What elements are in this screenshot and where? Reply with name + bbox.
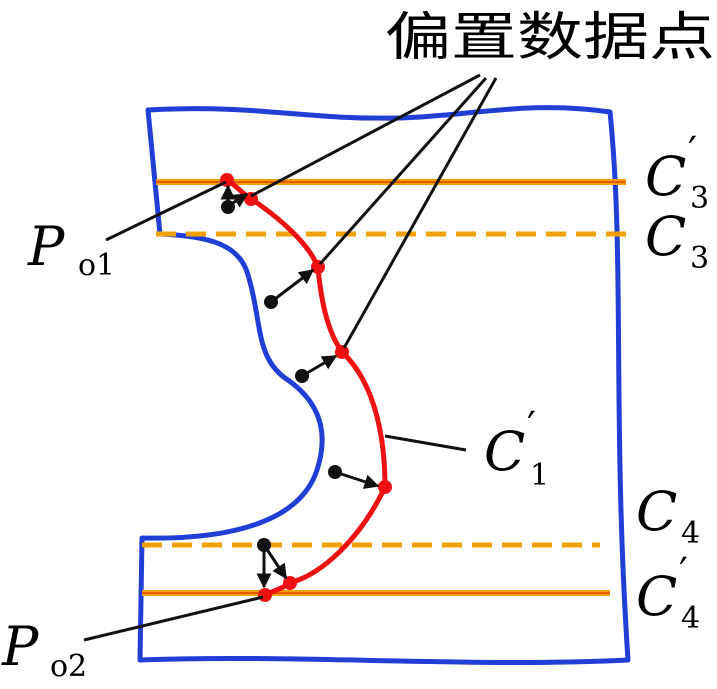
label-c3-main: C (645, 205, 686, 268)
offset-point (378, 480, 392, 494)
offset-vector (334, 470, 380, 489)
original-point (264, 295, 278, 309)
label-c4-sub: 4 (681, 516, 700, 551)
label-po2-main: P (1, 615, 40, 678)
label-c4-prime: C ′ 4 (636, 550, 700, 636)
label-po1-main: P (27, 215, 66, 278)
offset-point (258, 588, 272, 602)
leader-line (342, 77, 498, 349)
original-point (295, 369, 309, 383)
label-c1-prime: C ′ 1 (484, 404, 549, 493)
label-c4: C 4 (636, 480, 700, 551)
leader-line-c1-prime (384, 434, 467, 452)
label-c1-prime-main: C (484, 420, 525, 483)
title-leader-lines (250, 73, 498, 349)
original-point (257, 538, 271, 552)
workpiece-boundary (137, 105, 631, 666)
label-c3: C 3 (645, 205, 709, 276)
label-c3-prime: C ′ 3 (645, 129, 709, 216)
label-c4-prime-mark: ′ (679, 550, 688, 596)
offset-curve-c1-prime (225, 177, 388, 598)
label-c3-prime-main: C (645, 145, 686, 208)
offset-vector (270, 268, 315, 304)
label-po1-sub: o1 (78, 248, 115, 283)
leader-line (318, 77, 488, 265)
label-po2: P o2 (1, 615, 87, 684)
leader-line (250, 73, 481, 198)
original-points (221, 200, 342, 552)
offset-point (283, 576, 297, 590)
label-c1-prime-sub: 1 (530, 458, 549, 493)
offset-point (335, 345, 349, 359)
label-po1: P o1 (27, 215, 115, 283)
original-point (328, 465, 342, 479)
label-c3-prime-sub: 3 (690, 181, 709, 216)
title-offset-data-points: 偏置数据点 (385, 8, 715, 68)
leader-line-po1 (105, 180, 227, 242)
label-c3-sub: 3 (690, 241, 709, 276)
leader-line-po2 (83, 595, 264, 642)
original-point (221, 200, 235, 214)
label-c4-main: C (636, 480, 677, 543)
label-c4-prime-main: C (636, 565, 677, 628)
label-po2-sub: o2 (50, 649, 87, 684)
label-c4-prime-sub: 4 (681, 601, 700, 636)
label-c1-prime-mark: ′ (527, 404, 536, 450)
label-c3-prime-mark: ′ (688, 129, 697, 175)
